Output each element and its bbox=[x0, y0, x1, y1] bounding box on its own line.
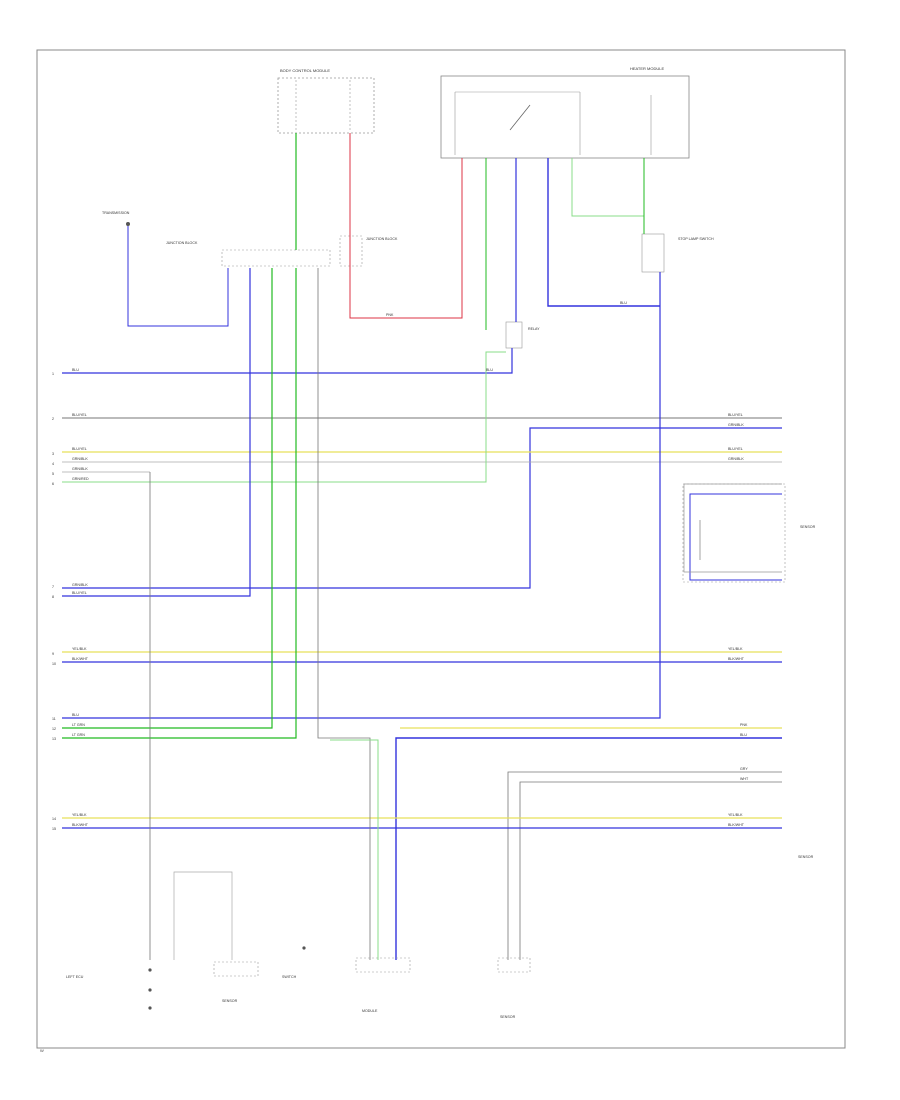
top-left-component: BODY CONTROL MODULE bbox=[277, 68, 375, 134]
right-sensor-lower-label: SENSOR bbox=[798, 855, 814, 859]
bottom-component-4: MODULE bbox=[355, 957, 411, 1013]
wire-labels: BLU BLU/YEL BLU/YEL GRN/BLK BLU/YEL GRN/… bbox=[72, 301, 749, 827]
bottom-4-label: MODULE bbox=[362, 1009, 378, 1013]
wire-green bbox=[571, 158, 645, 217]
wire-gray bbox=[173, 871, 233, 960]
transmission-component: TRANSMISSION bbox=[102, 211, 130, 226]
row-marker: 9 bbox=[52, 652, 54, 656]
bottom-1-label: LEFT ECU bbox=[66, 975, 84, 979]
wire-label: WHT bbox=[740, 777, 749, 781]
wire-label: PNK bbox=[740, 723, 748, 727]
wire-label: BLU bbox=[486, 368, 493, 372]
bottom-components: LEFT ECU SENSOR SWITCH MODULE SENSOR bbox=[66, 946, 531, 1019]
mid-junction-label: JUNCTION BLOCK bbox=[366, 237, 398, 241]
wire-label: BLU bbox=[72, 713, 79, 717]
diagram-frame bbox=[36, 49, 846, 1049]
wire-label: GRY bbox=[740, 767, 748, 771]
wire-label: BLU/YEL bbox=[728, 447, 743, 451]
top-left-box-label: BODY CONTROL MODULE bbox=[280, 68, 330, 73]
row-marker: 8 bbox=[52, 595, 54, 599]
wire-label: LT GRN bbox=[72, 733, 85, 737]
row-marker: 7 bbox=[52, 585, 54, 589]
wire-blue bbox=[62, 272, 661, 719]
wire-label: BLK/WHT bbox=[728, 823, 745, 827]
wire-label: BLK/WHT bbox=[72, 657, 89, 661]
wire-gray bbox=[507, 771, 782, 960]
right-sensor-component: SENSOR bbox=[682, 483, 816, 583]
relay-component: RELAY bbox=[505, 321, 540, 349]
bottom-component-5: SENSOR bbox=[497, 957, 531, 1019]
wire-green bbox=[62, 268, 273, 729]
wire-gray bbox=[519, 781, 782, 960]
vertical-wires bbox=[127, 133, 782, 960]
row-marker: 5 bbox=[52, 472, 54, 476]
row-marker: 3 bbox=[52, 452, 54, 456]
row-marker: 11 bbox=[52, 717, 56, 721]
bottom-component-2: SENSOR bbox=[213, 961, 259, 1003]
wire-label: GRN/BLK bbox=[72, 467, 88, 471]
wire-label: BLU bbox=[740, 733, 747, 737]
bottom-component-1: LEFT ECU bbox=[66, 968, 152, 1010]
wire-label: GRN/BLK bbox=[728, 423, 744, 427]
wire-label: BLK/WHT bbox=[728, 657, 745, 661]
wire-label: GRN/BLK bbox=[72, 457, 88, 461]
row-marker: 1 bbox=[52, 372, 54, 376]
wire-blue bbox=[689, 493, 782, 581]
wire-label: LT GRN bbox=[72, 723, 85, 727]
row-marker: 2 bbox=[52, 417, 54, 421]
top-right-box-label: HEATER MODULE bbox=[630, 66, 664, 71]
wire-red bbox=[349, 133, 463, 319]
wire-label: PNK bbox=[386, 313, 394, 317]
transmission-label: TRANSMISSION bbox=[102, 211, 130, 215]
wire-blue bbox=[62, 348, 513, 374]
left-junction-connector: JUNCTION BLOCK bbox=[166, 241, 331, 267]
stop-lamp-component: STOP LAMP SWITCH bbox=[641, 233, 714, 273]
wire-label: GRN/BLK bbox=[72, 583, 88, 587]
wire-blue bbox=[127, 226, 229, 327]
right-sensor-label: SENSOR bbox=[800, 525, 816, 529]
stop-lamp-label: STOP LAMP SWITCH bbox=[678, 237, 714, 241]
wire-blue bbox=[395, 737, 782, 960]
bottom-component-3: SWITCH bbox=[282, 946, 306, 979]
bottom-2-label: SENSOR bbox=[222, 999, 238, 1003]
wire-gray bbox=[683, 483, 782, 573]
wire-blue bbox=[62, 268, 251, 597]
row-marker: 13 bbox=[52, 737, 56, 741]
wire-gray bbox=[317, 268, 371, 960]
wire-label: BLU/YEL bbox=[72, 447, 87, 451]
wire-label: BLU bbox=[620, 301, 627, 305]
wire-label: YEL/BLK bbox=[72, 647, 87, 651]
wire-green bbox=[62, 351, 506, 483]
row-marker: 15 bbox=[52, 827, 56, 831]
mid-junction-connector: JUNCTION BLOCK bbox=[339, 235, 398, 267]
row-marker: 10 bbox=[52, 662, 56, 666]
horizontal-wires bbox=[62, 268, 782, 960]
wire-label: GRN/RED bbox=[72, 477, 89, 481]
row-marker: 12 bbox=[52, 727, 56, 731]
row-marker: 14 bbox=[52, 817, 56, 821]
wire-green bbox=[62, 268, 297, 739]
row-marker: 4 bbox=[52, 462, 54, 466]
footer-code: W bbox=[40, 1048, 44, 1053]
relay-label: RELAY bbox=[528, 327, 540, 331]
wire-label: YEL/BLK bbox=[728, 647, 743, 651]
wire-blue bbox=[547, 158, 660, 307]
top-right-component: HEATER MODULE bbox=[440, 66, 690, 159]
bottom-3-label: SWITCH bbox=[282, 975, 297, 979]
wire-label: YEL/BLK bbox=[72, 813, 87, 817]
wire-label: BLU/YEL bbox=[72, 591, 87, 595]
wire-label: BLK/WHT bbox=[72, 823, 89, 827]
wire-green bbox=[330, 739, 379, 960]
left-junction-label: JUNCTION BLOCK bbox=[166, 241, 198, 245]
bottom-5-label: SENSOR bbox=[500, 1015, 516, 1019]
wire-label: YEL/BLK bbox=[728, 813, 743, 817]
wire-label: BLU/YEL bbox=[72, 413, 87, 417]
left-row-markers: 1 2 3 4 5 6 7 8 9 10 11 12 13 14 15 bbox=[52, 372, 56, 831]
wire-label: GRN/BLK bbox=[728, 457, 744, 461]
wire-label: BLU/YEL bbox=[728, 413, 743, 417]
wire-label: BLU bbox=[72, 368, 79, 372]
row-marker: 6 bbox=[52, 482, 54, 486]
